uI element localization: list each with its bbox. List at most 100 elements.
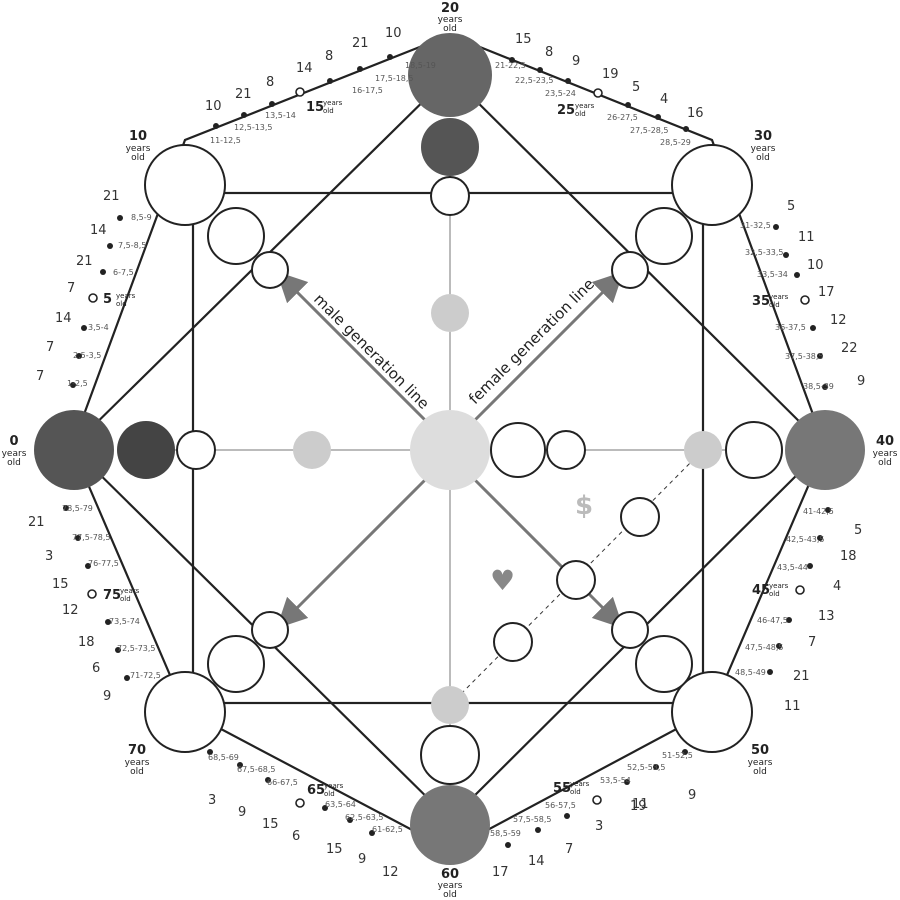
svg-text:51-52,5: 51-52,5 — [662, 751, 693, 760]
svg-text:5: 5 — [103, 292, 112, 307]
circle-bottom — [410, 785, 490, 865]
milestone-45: 45 years old — [752, 582, 789, 598]
svg-text:years: years — [575, 102, 595, 110]
circle-left — [34, 410, 114, 490]
heart-icon: ♥ — [490, 564, 515, 597]
svg-text:62,5-63,5: 62,5-63,5 — [345, 813, 384, 822]
age-bottom: 60 — [441, 867, 459, 882]
svg-text:17: 17 — [818, 285, 835, 300]
inner-circle-tl-2 — [251, 251, 289, 289]
svg-text:3: 3 — [595, 819, 603, 834]
svg-text:old: old — [116, 300, 127, 308]
svg-text:years: years — [769, 293, 789, 301]
svg-text:17: 17 — [492, 865, 509, 880]
circle-center — [410, 410, 490, 490]
svg-text:73,5-74: 73,5-74 — [109, 617, 140, 626]
age-top-right: 30 — [754, 129, 772, 144]
svg-text:6: 6 — [292, 829, 300, 844]
svg-text:9: 9 — [238, 805, 246, 820]
age-left-line1: years — [2, 449, 27, 459]
svg-text:48,5-49: 48,5-49 — [735, 668, 766, 677]
svg-text:old: old — [575, 110, 586, 118]
inner-circle-br-1 — [635, 635, 693, 693]
svg-text:58,5-59: 58,5-59 — [490, 829, 521, 838]
svg-text:18: 18 — [78, 635, 95, 650]
svg-text:67,5-68,5: 67,5-68,5 — [237, 765, 276, 774]
svg-text:7: 7 — [46, 340, 54, 355]
age-top-line2: old — [443, 24, 457, 34]
svg-text:68,5-69: 68,5-69 — [208, 753, 239, 762]
svg-text:7,5-8,5: 7,5-8,5 — [118, 241, 146, 250]
svg-text:53,5-54: 53,5-54 — [600, 776, 631, 785]
svg-text:10: 10 — [807, 258, 824, 273]
svg-text:15: 15 — [326, 842, 343, 857]
age-bottom-left-line2: old — [130, 767, 144, 777]
svg-text:27,5-28,5: 27,5-28,5 — [630, 126, 669, 135]
svg-text:14: 14 — [528, 854, 545, 869]
svg-text:21: 21 — [103, 189, 120, 204]
svg-text:21: 21 — [235, 87, 252, 102]
inner-circle-br-2 — [611, 611, 649, 649]
svg-text:16: 16 — [687, 106, 704, 121]
circle-left-2 — [117, 421, 175, 479]
inner-circle-tr-2 — [611, 251, 649, 289]
corner-circle-bottom-right — [671, 671, 753, 753]
milestone-35: 35 years old — [752, 293, 789, 309]
svg-text:old: old — [323, 107, 334, 115]
svg-text:55: 55 — [553, 781, 571, 796]
age-top-left: 10 — [129, 129, 147, 144]
svg-text:15: 15 — [52, 577, 69, 592]
svg-text:old: old — [570, 788, 581, 796]
svg-text:41-42,5: 41-42,5 — [803, 507, 834, 516]
svg-text:21: 21 — [793, 669, 810, 684]
milestone-55: 55 years old — [553, 780, 590, 796]
edge-dots — [63, 54, 831, 848]
svg-text:13,5-14: 13,5-14 — [265, 111, 296, 120]
inner-circle-bl-1 — [207, 635, 265, 693]
svg-text:43,5-44: 43,5-44 — [777, 563, 808, 572]
svg-text:22,5-23,5: 22,5-23,5 — [515, 76, 554, 85]
svg-text:65: 65 — [307, 783, 325, 798]
range-labels: 1-2,5 2,5-3,5 3,5-4 6-7,5 7,5-8,5 8,5-9 … — [62, 61, 834, 838]
circle-right — [785, 410, 865, 490]
svg-text:76-77,5: 76-77,5 — [88, 559, 119, 568]
svg-text:21-22,5: 21-22,5 — [495, 61, 526, 70]
circle-money-1 — [620, 497, 660, 537]
svg-text:12: 12 — [382, 865, 399, 880]
svg-text:46-47,5: 46-47,5 — [757, 616, 788, 625]
age-top-line1: years — [438, 15, 463, 25]
svg-text:5: 5 — [854, 523, 862, 538]
svg-text:2,5-3,5: 2,5-3,5 — [73, 351, 101, 360]
circle-money-2 — [556, 560, 596, 600]
svg-text:23,5-24: 23,5-24 — [545, 89, 576, 98]
male-line-down — [276, 478, 427, 629]
circle-left-4 — [293, 431, 331, 469]
svg-text:22: 22 — [841, 341, 858, 356]
svg-text:12: 12 — [62, 603, 79, 618]
circle-top-2 — [421, 118, 479, 176]
age-left: 0 — [9, 434, 18, 449]
age-top-right-line2: old — [756, 153, 770, 163]
svg-text:63,5-64: 63,5-64 — [325, 800, 356, 809]
svg-text:12: 12 — [830, 313, 847, 328]
svg-text:32,5-33,5: 32,5-33,5 — [745, 248, 784, 257]
svg-text:38,5-39: 38,5-39 — [803, 382, 834, 391]
svg-text:66-67,5: 66-67,5 — [267, 778, 298, 787]
svg-text:14: 14 — [90, 223, 107, 238]
corner-circle-top-left — [144, 144, 226, 226]
svg-text:26-27,5: 26-27,5 — [607, 113, 638, 122]
svg-text:old: old — [769, 301, 780, 309]
svg-text:3,5-4: 3,5-4 — [88, 323, 109, 332]
svg-text:8: 8 — [266, 75, 274, 90]
svg-text:14: 14 — [296, 61, 313, 76]
svg-text:10: 10 — [205, 99, 222, 114]
inner-circle-bl-2 — [251, 611, 289, 649]
svg-text:37,5-38,5: 37,5-38,5 — [785, 352, 824, 361]
svg-text:9: 9 — [103, 689, 111, 704]
svg-text:9: 9 — [688, 788, 696, 803]
circle-top-4 — [431, 294, 469, 332]
female-line-down — [473, 478, 624, 629]
svg-text:5: 5 — [632, 80, 640, 95]
female-generation-label: female generation line — [465, 275, 598, 408]
